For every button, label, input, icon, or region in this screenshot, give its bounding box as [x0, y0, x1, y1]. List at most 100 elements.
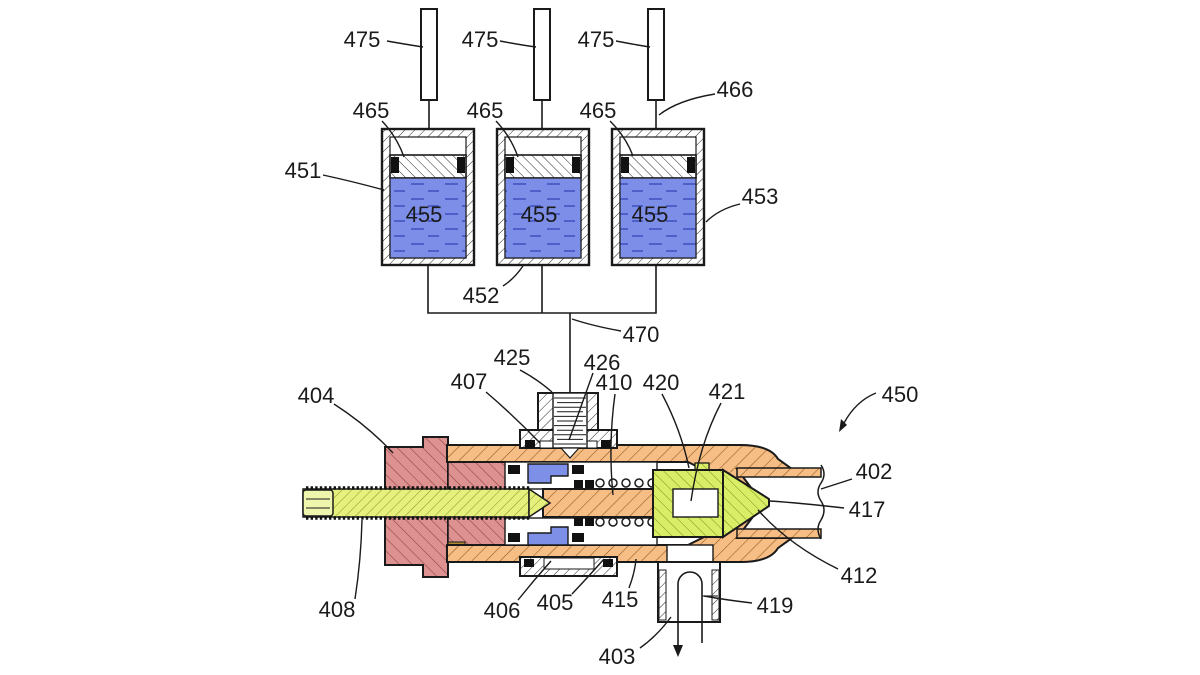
leader-410 [610, 393, 616, 496]
chamber-orings [508, 465, 594, 542]
callout-466: 466 [717, 77, 754, 102]
reservoir-1 [380, 127, 476, 267]
pressure-tube-1 [420, 8, 438, 101]
liquid [619, 177, 697, 259]
leader-475-2 [499, 40, 537, 48]
retainer-inner [543, 557, 595, 570]
drain-port [657, 561, 721, 657]
drain-collar [657, 561, 721, 623]
outlet-break-line [817, 464, 825, 540]
leader-475-3 [615, 40, 651, 48]
upper-gland [527, 463, 569, 484]
outlet-wall-bottom [736, 528, 822, 539]
leader-405 [571, 558, 605, 595]
leader-402 [820, 478, 853, 490]
callout-421: 421 [709, 379, 746, 404]
leader-470 [571, 318, 622, 332]
drain-bore [666, 544, 714, 563]
pressure-tube-2 [533, 8, 551, 101]
callout-415: 415 [602, 587, 639, 612]
piston [619, 154, 697, 179]
leader-450-arrow [843, 392, 877, 424]
leader-406 [517, 560, 552, 601]
callout-475-1: 475 [344, 27, 381, 52]
liquid [504, 177, 582, 259]
piston-seal-left [391, 157, 399, 173]
leader-420 [661, 393, 690, 469]
callout-412: 412 [841, 563, 878, 588]
callout-451: 451 [285, 158, 322, 183]
callout-408: 408 [319, 597, 356, 622]
pressure-tubes [420, 8, 665, 101]
piston-seal-right [687, 157, 695, 173]
callout-425: 425 [494, 345, 531, 370]
leader-419 [703, 595, 753, 604]
callout-455-2: 455 [521, 202, 558, 227]
leader-465-1 [381, 120, 405, 158]
callout-407: 407 [451, 369, 488, 394]
leader-404 [333, 403, 394, 454]
reservoir-3 [610, 127, 706, 267]
leader-451 [322, 174, 385, 191]
bonnet-oring-right [601, 440, 611, 448]
callout-417: 417 [849, 497, 886, 522]
leader-421 [690, 402, 722, 502]
leader-426 [568, 372, 594, 441]
spring-pocket [672, 488, 719, 518]
leader-465-3 [609, 120, 634, 157]
piston-seal-left [506, 157, 514, 173]
bonnet-oring-left [525, 440, 535, 448]
callout-labels: 475 475 475 466 465 465 465 451 455 455 … [285, 27, 919, 669]
screw-tip [528, 487, 552, 519]
adjuster-tip [559, 447, 581, 459]
leader-408 [354, 519, 363, 600]
adjusting-screw [302, 486, 552, 520]
liquid [389, 177, 467, 259]
callout-405: 405 [537, 590, 574, 615]
needle-poppet [652, 462, 770, 539]
reservoir-2 [495, 127, 591, 267]
callout-403: 403 [599, 644, 636, 669]
callout-475-3: 475 [578, 27, 615, 52]
piston-seal-right [572, 157, 580, 173]
callout-455-3: 455 [632, 202, 669, 227]
leader-465-2 [495, 120, 519, 158]
callout-455-1: 455 [406, 202, 443, 227]
piston [504, 154, 582, 179]
leader-407 [485, 391, 541, 444]
callout-450: 450 [882, 382, 919, 407]
leader-466 [658, 93, 716, 116]
retainer-oring-left [524, 559, 534, 567]
callout-404: 404 [298, 383, 335, 408]
leader-453 [705, 203, 741, 223]
outlet-tube [736, 464, 825, 540]
leader-450-arrowhead [839, 419, 847, 432]
callout-419: 419 [757, 593, 794, 618]
leader-lines [322, 40, 877, 649]
pressure-tube-3 [647, 8, 665, 101]
needle-cone [722, 468, 770, 539]
callout-453: 453 [742, 184, 779, 209]
callout-410: 410 [596, 370, 633, 395]
callout-452: 452 [463, 283, 500, 308]
valve-assembly [302, 392, 825, 657]
callout-465-3: 465 [580, 98, 617, 123]
screw-head [302, 489, 334, 517]
piston-seal-left [621, 157, 629, 173]
leader-425 [519, 369, 553, 393]
callout-465-2: 465 [467, 98, 504, 123]
callout-475-2: 475 [462, 27, 499, 52]
callout-420: 420 [643, 370, 680, 395]
leader-452 [502, 265, 524, 287]
leader-403 [639, 616, 672, 649]
lower-gland [527, 526, 569, 546]
callout-402: 402 [856, 459, 893, 484]
piston [389, 154, 467, 179]
drain-collar-wall-left [658, 569, 667, 621]
piston-seal-right [457, 157, 465, 173]
retainer-oring-right [603, 559, 613, 567]
callout-426: 426 [584, 350, 621, 375]
leader-415 [628, 558, 637, 589]
